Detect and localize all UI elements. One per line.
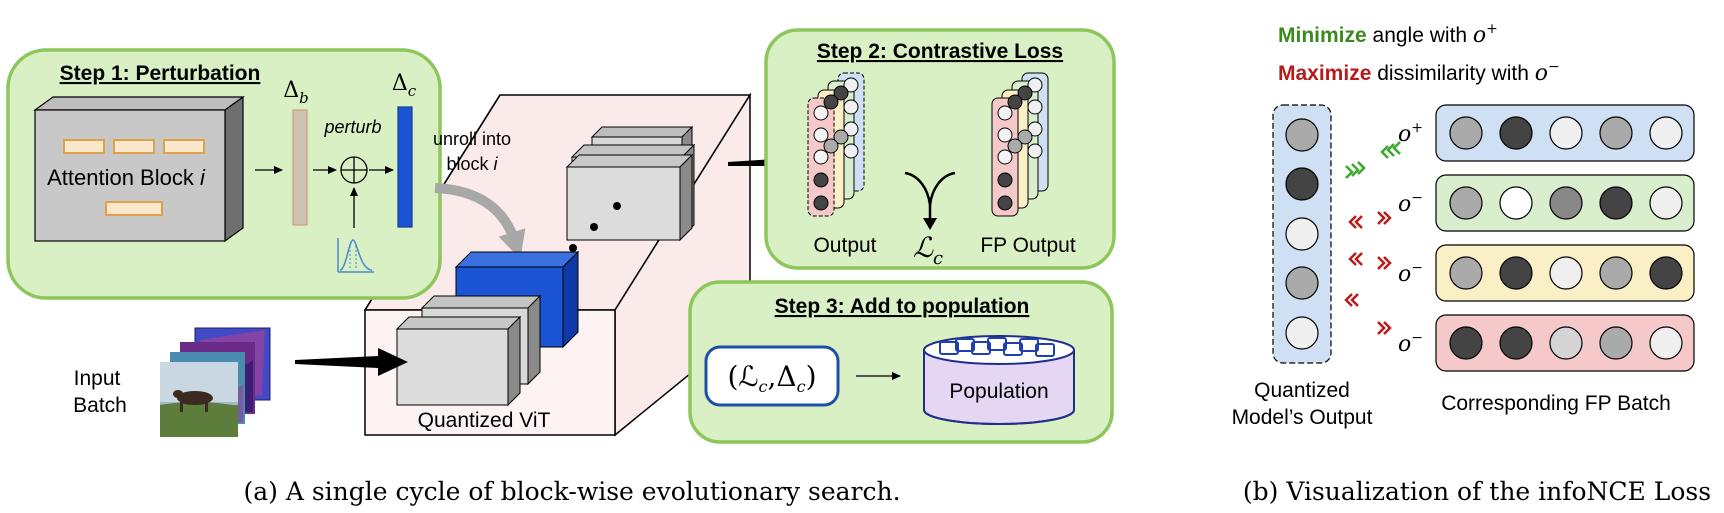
fp-row-label: o− — [1398, 190, 1423, 217]
fp-row-node — [1499, 256, 1533, 290]
loss-delta-tuple: (ℒc,Δc) — [727, 360, 816, 396]
fp-batch-rows: o+ o− o− o− — [1398, 104, 1695, 372]
fp-row-node — [1599, 256, 1633, 290]
fp-row-node — [1649, 256, 1683, 290]
fp-row-node — [1649, 116, 1683, 150]
attract-chevrons-icon — [1345, 141, 1401, 179]
step1-title: Step 1: Perturbation — [60, 62, 261, 85]
fp-row-node — [1649, 326, 1683, 360]
output-label: Output — [813, 234, 876, 257]
fp-row-node — [1499, 326, 1533, 360]
unroll-arrow — [434, 183, 526, 260]
input-images — [160, 327, 271, 437]
step1-panel: Step 1: Perturbation Attention Block i Δ… — [6, 48, 442, 300]
gaussian-noise-icon — [337, 238, 374, 273]
quantized-label-line1: Quantized — [1254, 379, 1350, 402]
fp-output-stack — [991, 72, 1049, 217]
step2-title: Step 2: Contrastive Loss — [817, 40, 1063, 63]
quantized-label-line2: Model’s Output — [1232, 406, 1373, 429]
input-arrow — [295, 348, 408, 376]
unroll-line1: unroll into — [433, 129, 511, 149]
delta-c-label: Δc — [392, 71, 417, 100]
ellipsis-dot — [590, 223, 598, 231]
ellipsis-dot — [613, 202, 621, 210]
fp-row-node — [1549, 256, 1583, 290]
fp-batch-label: Corresponding FP Batch — [1441, 392, 1671, 415]
fp-row-node — [1449, 116, 1483, 150]
repel-chevrons-icon — [1344, 211, 1392, 335]
loss-delta-tuple-box — [704, 345, 840, 407]
caption-b: (b) Visualization of the infoNCE Loss — [1243, 477, 1711, 506]
fp-row-node — [1549, 186, 1583, 220]
maximize-line: Maximize dissimilarity with o− — [1278, 59, 1560, 86]
plus-operator-icon — [340, 156, 368, 184]
vit-block-lower-front — [395, 315, 522, 407]
input-batch-line2: Batch — [73, 394, 127, 417]
delta-c-bar — [397, 106, 413, 228]
attention-block-label: Attention Block i — [47, 165, 206, 190]
step2-panel: Step 2: Contrastive Loss Output ℒc — [764, 28, 1116, 270]
fp-row-node — [1599, 186, 1633, 220]
fp-row-node — [1649, 186, 1683, 220]
fp-row-node — [1449, 256, 1483, 290]
ellipsis-dot — [569, 244, 577, 252]
attention-block: Attention Block i — [33, 95, 245, 243]
fp-output-label: FP Output — [980, 234, 1075, 257]
unroll-line2: block i — [446, 154, 498, 174]
fp-row-node — [1599, 116, 1633, 150]
fp-row-label: o− — [1398, 330, 1423, 357]
quantized-vit-label: Quantized ViT — [418, 409, 551, 432]
perturb-label: perturb — [323, 117, 381, 137]
vit-block-front-top — [565, 153, 694, 242]
loss-label: ℒc — [913, 231, 943, 269]
caption-a: (a) A single cycle of block-wise evoluti… — [243, 477, 900, 506]
quantized-output-column — [1272, 104, 1332, 364]
fp-row-node — [1549, 116, 1583, 150]
step3-panel: Step 3: Add to population (ℒc,Δc) Popu — [688, 280, 1114, 444]
fp-row-node — [1549, 326, 1583, 360]
fp-row-node — [1599, 326, 1633, 360]
output-stack — [807, 72, 865, 217]
population-cylinder-icon — [923, 335, 1075, 425]
minimize-line: Minimize angle with o+ — [1278, 21, 1498, 48]
input-batch-line1: Input — [74, 367, 121, 390]
fp-row-label: o+ — [1398, 120, 1423, 147]
fp-row-label: o− — [1398, 260, 1423, 287]
delta-b-bar — [292, 109, 308, 226]
fp-row-node — [1499, 116, 1533, 150]
step3-title: Step 3: Add to population — [775, 295, 1030, 318]
fp-row-node — [1499, 186, 1533, 220]
fp-row-node — [1449, 186, 1483, 220]
delta-b-label: Δb — [283, 78, 309, 107]
fp-row-node — [1449, 326, 1483, 360]
population-label: Population — [949, 380, 1048, 403]
